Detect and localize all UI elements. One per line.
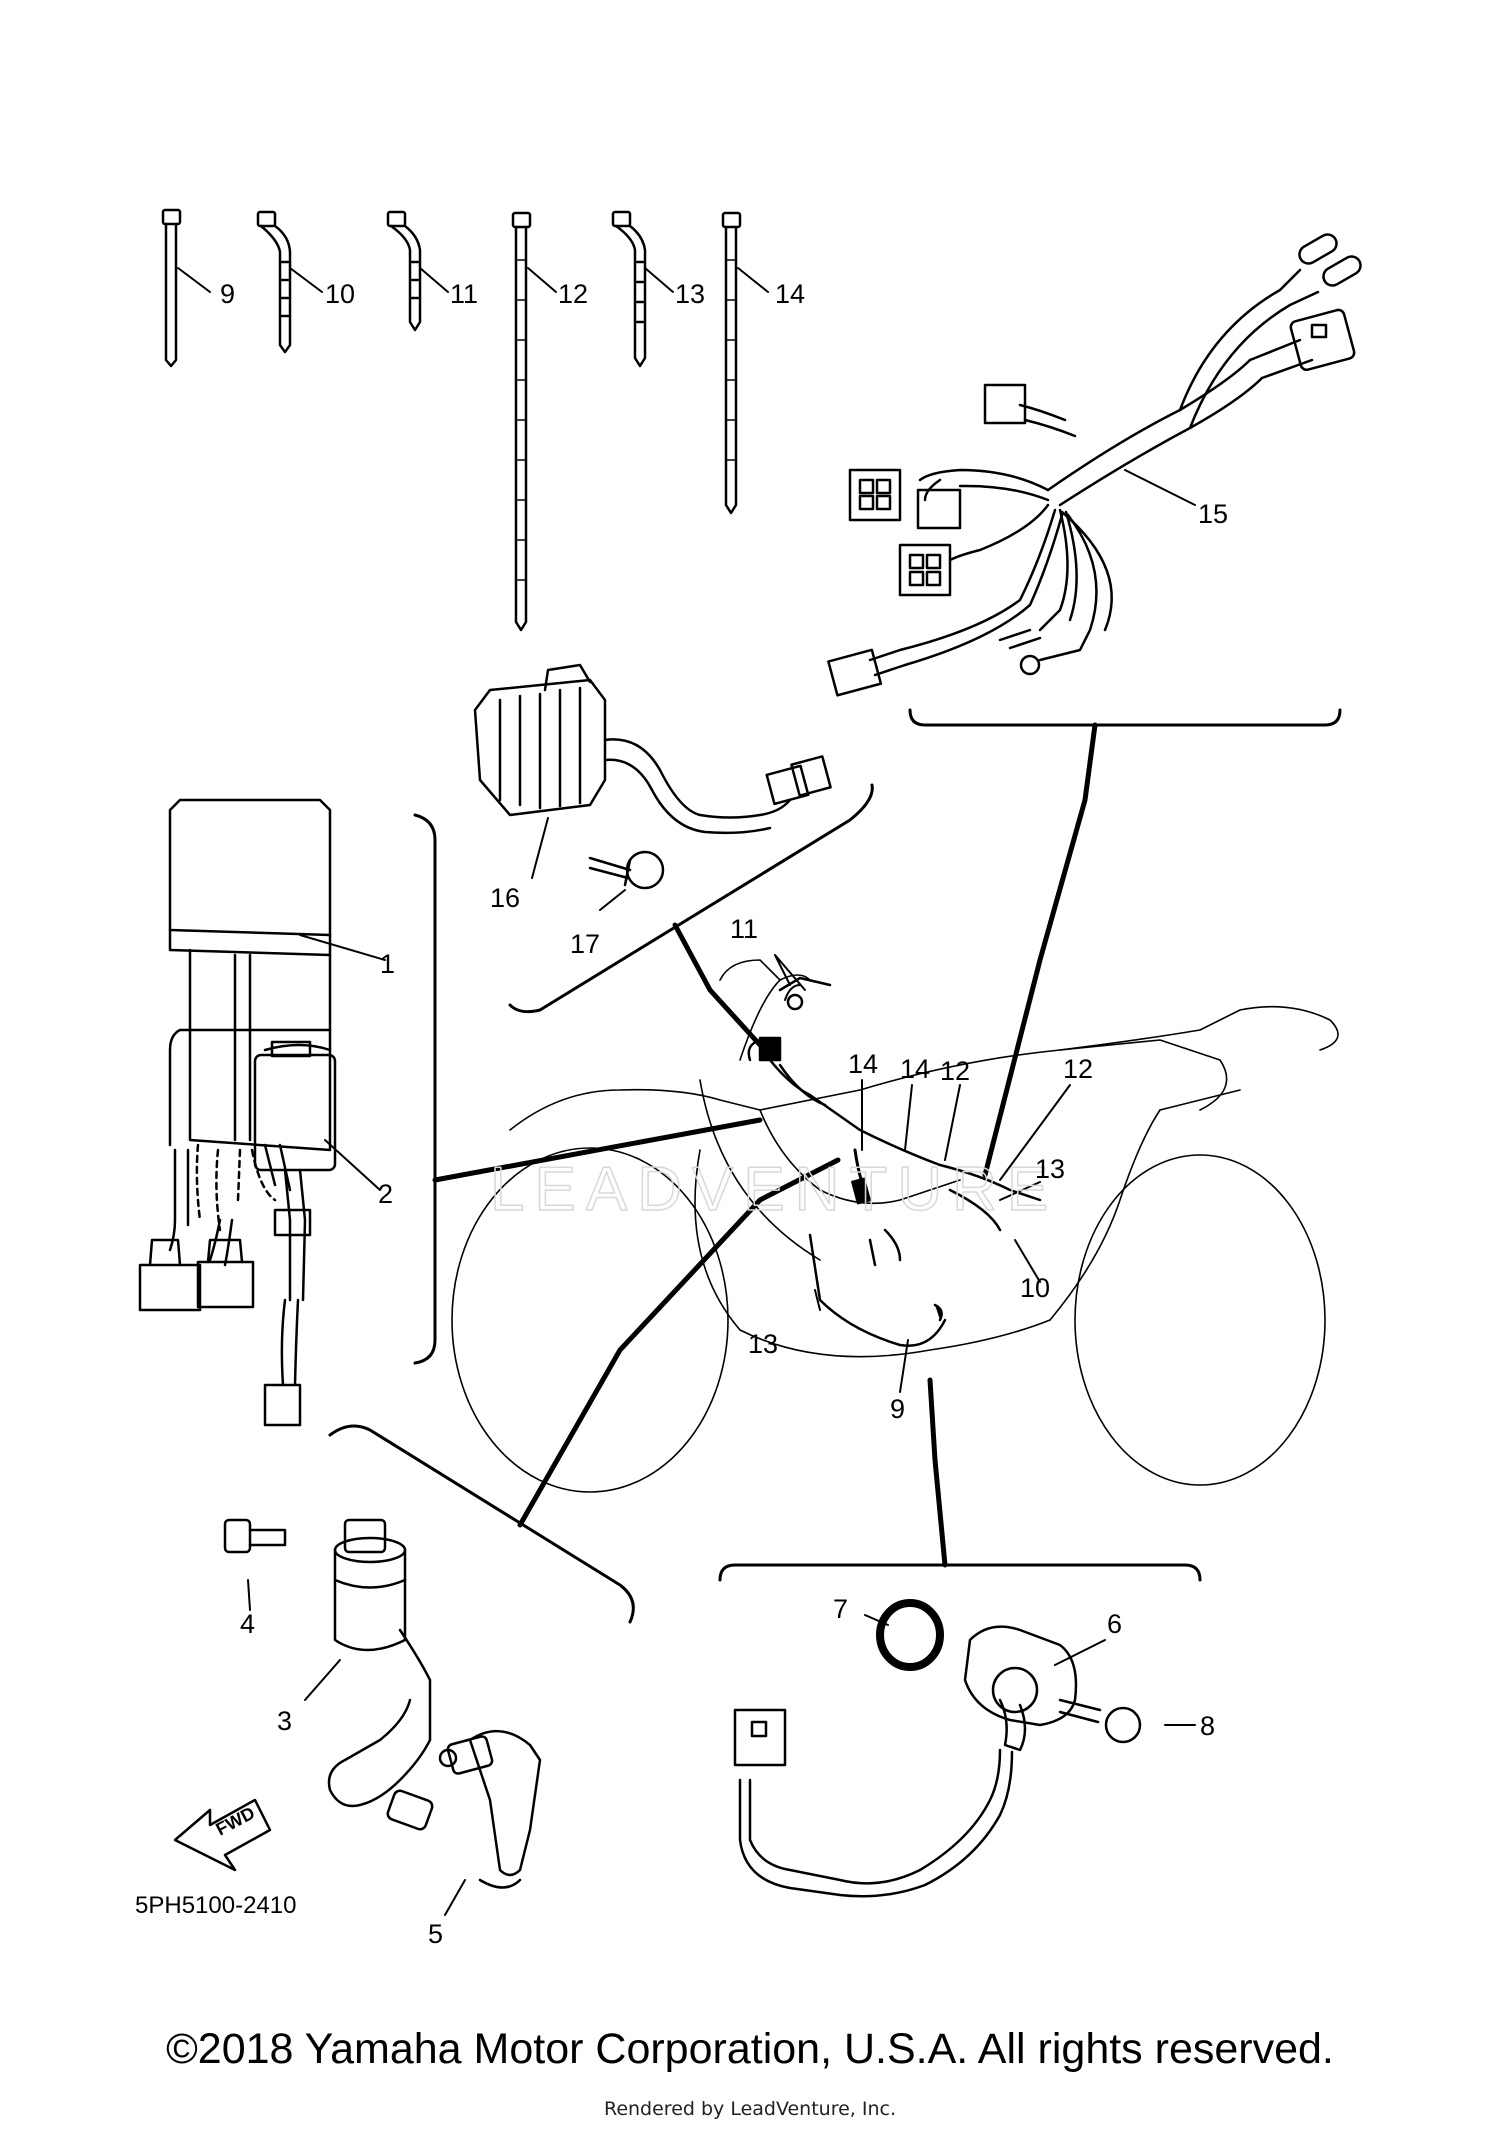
regulator-bolt[interactable] bbox=[588, 850, 665, 890]
rectifier-regulator[interactable] bbox=[473, 663, 832, 835]
callout-10-bike: 10 bbox=[1020, 1273, 1050, 1303]
callout-14-tie: 14 bbox=[775, 279, 805, 309]
cable-tie-13[interactable] bbox=[611, 210, 647, 368]
diagram-code: 5PH5100-2410 bbox=[135, 1892, 296, 1919]
callout-11-bike: 11 bbox=[730, 914, 758, 944]
neutral-switch[interactable] bbox=[733, 1625, 1078, 1898]
fwd-arrow bbox=[173, 1798, 272, 1872]
cable-tie-14[interactable] bbox=[721, 211, 742, 515]
callout-13-bike-b: 13 bbox=[748, 1329, 778, 1359]
callout-16: 16 bbox=[490, 883, 520, 913]
cable-tie-9[interactable] bbox=[161, 208, 182, 368]
switch-bolt[interactable] bbox=[1058, 1698, 1142, 1744]
bike-wiring bbox=[747, 976, 1042, 1347]
callout-1: 1 bbox=[380, 949, 395, 979]
coil-bolt[interactable] bbox=[223, 1518, 287, 1554]
spark-plug-cap[interactable] bbox=[438, 1729, 542, 1889]
callout-12-bike-a: 12 bbox=[940, 1056, 970, 1086]
callout-13-bike-a: 13 bbox=[1035, 1154, 1065, 1184]
ignition-coil[interactable] bbox=[327, 1518, 434, 1831]
relay[interactable] bbox=[253, 1040, 337, 1427]
copyright-notice: ©2018 Yamaha Motor Corporation, U.S.A. A… bbox=[166, 2025, 1334, 2073]
callout-3: 3 bbox=[277, 1706, 292, 1736]
fwd-label: FWD bbox=[212, 1803, 258, 1840]
callout-11-tie: 11 bbox=[450, 279, 478, 309]
callout-7: 7 bbox=[833, 1594, 848, 1624]
cable-tie-11[interactable] bbox=[386, 210, 422, 332]
callout-12-tie: 12 bbox=[558, 279, 588, 309]
cable-tie-12[interactable] bbox=[511, 211, 532, 632]
callout-17: 17 bbox=[570, 929, 600, 959]
callout-4: 4 bbox=[240, 1609, 255, 1639]
o-ring[interactable] bbox=[876, 1599, 944, 1671]
motorcycle-outline bbox=[451, 959, 1339, 1493]
callout-2: 2 bbox=[378, 1179, 393, 1209]
callout-5: 5 bbox=[428, 1919, 443, 1949]
watermark-text: LEADVENTURE bbox=[490, 1155, 1058, 1224]
callout-9-tie: 9 bbox=[220, 279, 235, 309]
cdi-unit[interactable] bbox=[138, 798, 332, 1312]
callout-15: 15 bbox=[1198, 499, 1228, 529]
wire-harness[interactable] bbox=[827, 231, 1363, 697]
cable-tie-10[interactable] bbox=[256, 210, 292, 354]
callout-14-bike-b: 14 bbox=[900, 1054, 930, 1084]
rendered-by-credit: Rendered by LeadVenture, Inc. bbox=[603, 2098, 897, 2120]
callout-6: 6 bbox=[1107, 1609, 1122, 1639]
callout-10-tie: 10 bbox=[325, 279, 355, 309]
callout-8: 8 bbox=[1200, 1711, 1215, 1741]
callout-13-tie: 13 bbox=[675, 279, 705, 309]
callout-14-bike-a: 14 bbox=[848, 1049, 878, 1079]
callout-9-bike: 9 bbox=[890, 1394, 905, 1424]
callout-12-bike-b: 12 bbox=[1063, 1054, 1093, 1084]
